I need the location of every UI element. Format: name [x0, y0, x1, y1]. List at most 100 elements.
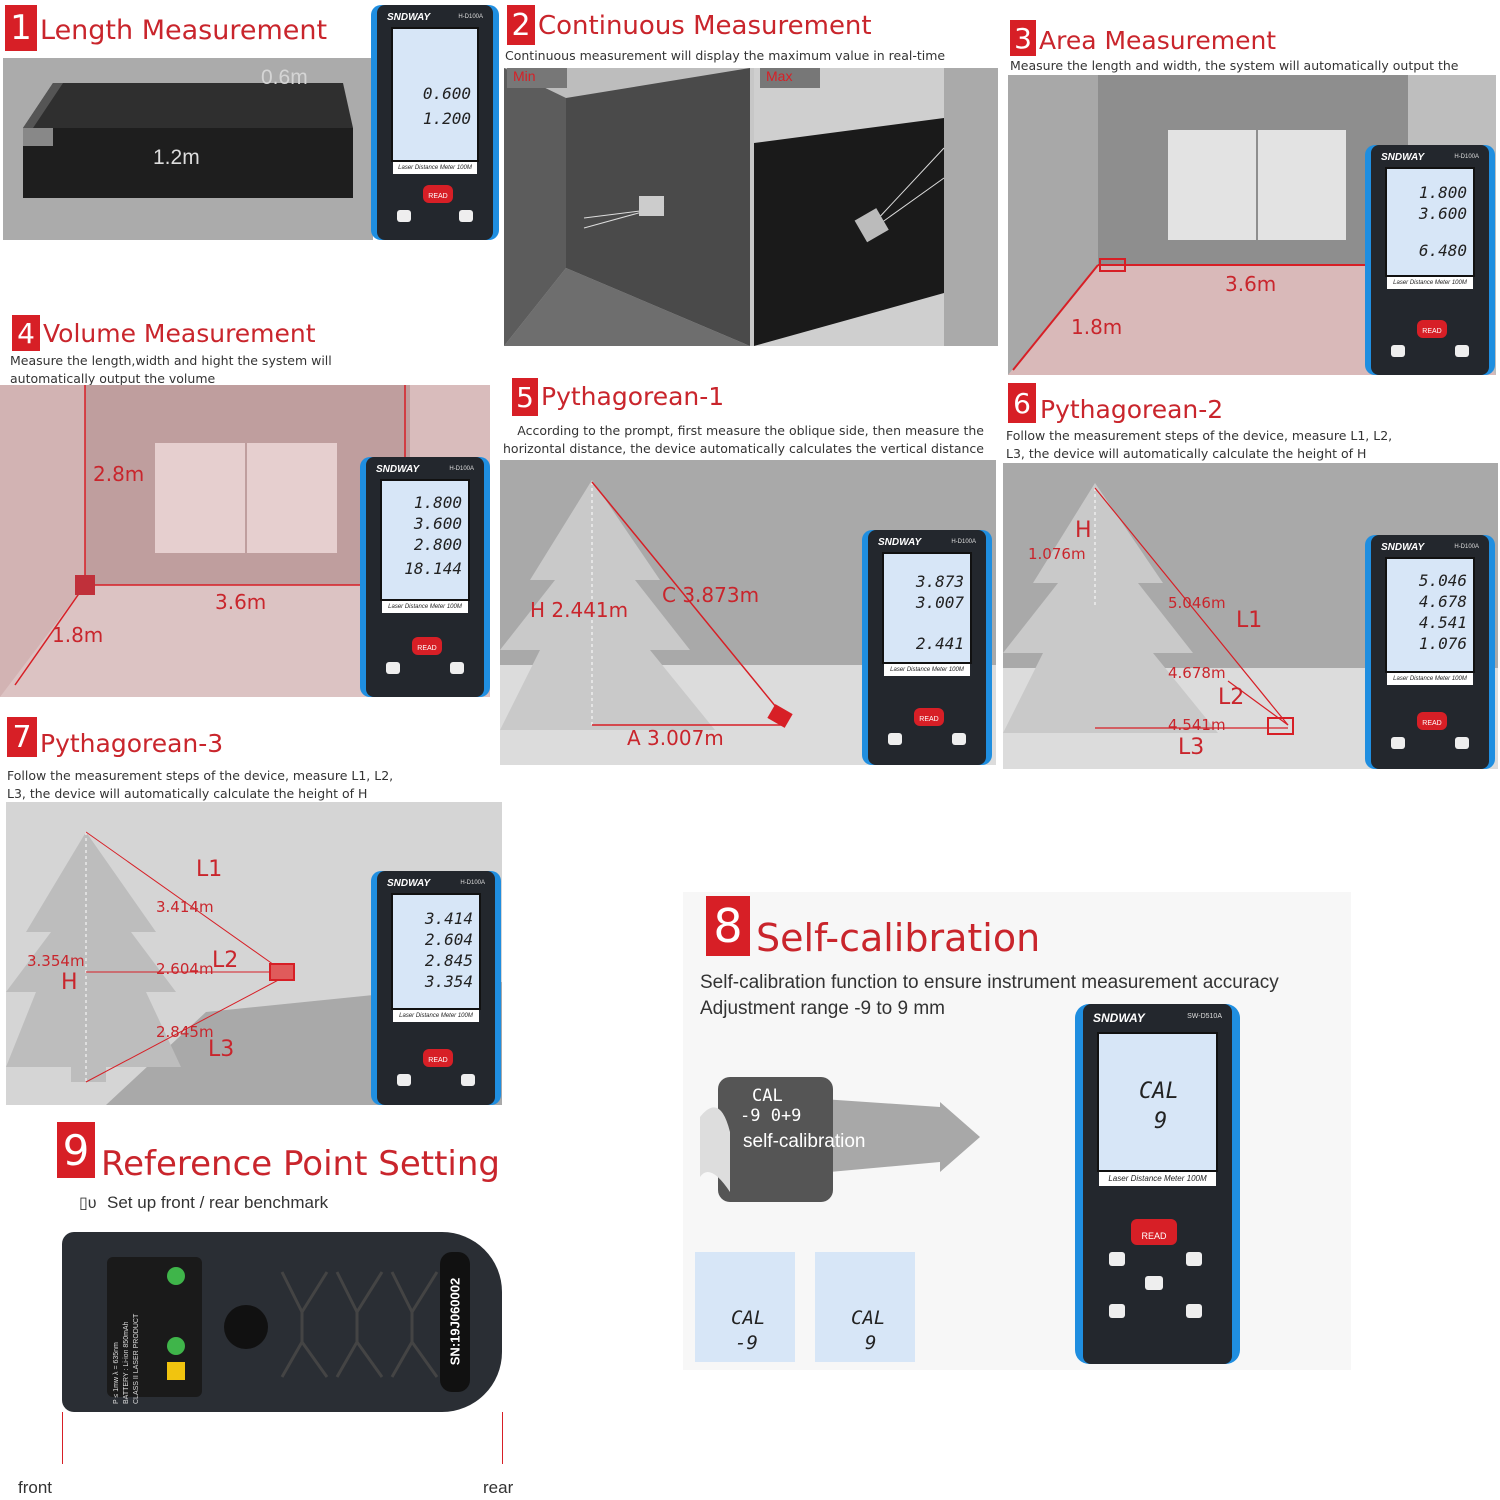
reading-2: 2.604: [424, 930, 473, 949]
section-3-header: 3 Area Measurement: [1010, 20, 1276, 56]
section-number: 1: [5, 5, 37, 51]
serial-number: SN:19J060002: [447, 1277, 463, 1366]
calibration-screen-plus: CAL 9: [815, 1252, 915, 1362]
volume-length-label: 3.6m: [215, 590, 267, 614]
l2-value-label: 4.678m: [1168, 664, 1226, 682]
min-label: Min: [507, 68, 567, 88]
section-number: 7: [7, 717, 37, 757]
length-label-long: 1.2m: [153, 146, 200, 169]
device-brand: SNDWAY: [1093, 1011, 1145, 1025]
section-title: Pythagorean-1: [541, 382, 725, 411]
device-brand: SNDWAY: [387, 12, 431, 23]
section-5-header: 5 Pythagorean-1: [512, 378, 724, 416]
section-title: Volume Measurement: [43, 319, 316, 348]
reading-3: 4.541: [1418, 613, 1467, 632]
area-width-label: 1.8m: [1071, 315, 1123, 339]
arrow-text: self-calibration: [743, 1131, 866, 1152]
device-brand: SNDWAY: [1381, 152, 1425, 163]
device-model: H-D100A: [449, 466, 474, 472]
l2-label: L2: [1218, 685, 1245, 710]
reading-1: 5.046: [1418, 571, 1467, 590]
section-number: 3: [1010, 20, 1036, 56]
read-button: READ: [1131, 1219, 1177, 1245]
cal-value: 9: [1154, 1109, 1168, 1134]
h-value-label: 1.076m: [1028, 545, 1086, 563]
device-key: [1455, 737, 1469, 749]
device-brand: SNDWAY: [878, 537, 922, 548]
device-footer: Laser Distance Meter 100M: [884, 664, 970, 676]
length-label-short: 0.6m: [261, 66, 308, 89]
read-button: READ: [423, 185, 453, 203]
device-screen: 1.800 3.600 6.480 Laser Distance Meter 1…: [1385, 167, 1475, 289]
h-label: H: [61, 970, 78, 995]
reading-4: 1.076: [1418, 634, 1467, 653]
l1-label: L1: [1236, 608, 1263, 633]
section-number: 2: [507, 5, 535, 45]
device-key: [1109, 1252, 1125, 1266]
device-key: [397, 210, 411, 222]
device-model: H-D100A: [951, 539, 976, 545]
device-key: [1186, 1252, 1202, 1266]
device-back-view: P ≤ 1mw λ = 635nm BATTERY : Li-ion 850mA…: [62, 1232, 502, 1412]
section-description: Set up front / rear benchmark: [107, 1193, 329, 1212]
device-footer: Laser Distance Meter 100M: [1387, 673, 1473, 685]
reading-4: 3.354: [424, 972, 473, 991]
laser-meter-device-large: SNDWAY SW-D510A CAL 9 Laser Distance Met…: [1075, 1004, 1240, 1364]
tripod-socket: [224, 1305, 268, 1349]
device-key: [461, 1074, 475, 1086]
laser-meter-device: SNDWAY H-D100A 1.800 3.600 2.800 18.144 …: [360, 457, 490, 697]
l1-value-label: 5.046m: [1168, 594, 1226, 612]
front-label: front: [18, 1478, 53, 1497]
rohs-icon: [167, 1337, 185, 1355]
laser-meter-device: SNDWAY H-D100A 3.873 3.007 2.441 Laser D…: [862, 530, 992, 765]
l3-value-label: 2.845m: [156, 1023, 214, 1041]
device-footer: Laser Distance Meter 100M: [393, 1010, 479, 1022]
l2-label: L2: [212, 948, 239, 973]
section-description-1: Self-calibration function to ensure inst…: [700, 972, 1279, 993]
device-key: [952, 733, 966, 745]
section-number: 8: [706, 896, 750, 956]
section-title: Area Measurement: [1039, 26, 1277, 55]
reading-1: 1.800: [1418, 183, 1467, 202]
section-number: 6: [1008, 383, 1036, 423]
device-screen: 3.414 2.604 2.845 3.354 Laser Distance M…: [391, 893, 481, 1022]
device-key: [397, 1074, 411, 1086]
reading-2: 3.007: [915, 593, 964, 612]
serial-plate: SN:19J060002: [440, 1252, 470, 1392]
device-footer: Laser Distance Meter 100M: [1387, 277, 1473, 289]
l3-label: L3: [208, 1037, 235, 1062]
section-number: 4: [12, 315, 40, 351]
reading-3: 6.480: [1418, 241, 1467, 260]
l1-value-label: 3.414m: [156, 898, 214, 916]
grip-pattern: [280, 1271, 439, 1378]
h-label: H: [1075, 518, 1092, 543]
device-brand: SNDWAY: [387, 878, 431, 889]
mini-cal-label: CAL: [851, 1307, 886, 1329]
l3-value-label: 4.541m: [1168, 716, 1226, 734]
rear-label: rear: [483, 1478, 514, 1497]
length-scene: 0.6m 1.2m: [3, 58, 373, 240]
section-description: According to the prompt, first measure t…: [503, 423, 984, 456]
spec-line: P ≤ 1mw λ = 635nm: [113, 1342, 120, 1404]
arrow-range-label: -9 0+9: [740, 1106, 802, 1126]
device-model: H-D100A: [458, 14, 483, 20]
reading-3: 2.800: [413, 535, 462, 554]
l1-label: L1: [196, 857, 223, 882]
device-key: [459, 210, 473, 222]
mini-cal-label: CAL: [731, 1307, 766, 1329]
read-button: READ: [412, 637, 442, 655]
reading-3: 2.441: [915, 634, 964, 653]
device-key: [1186, 1304, 1202, 1318]
spec-line: BATTERY : Li-ion 850mAh: [123, 1321, 130, 1404]
laser-meter-device: SNDWAY H-D100A 3.414 2.604 2.845 3.354 L…: [371, 871, 501, 1105]
section-title: Reference Point Setting: [101, 1144, 500, 1184]
section-number: 5: [512, 378, 538, 416]
read-button: READ: [1417, 320, 1447, 338]
read-button: READ: [1417, 712, 1447, 730]
laser-meter-device: SNDWAY H-D100A 0.600 1.200 Laser Distanc…: [371, 5, 499, 240]
device-brand: SNDWAY: [1381, 542, 1425, 553]
l2-value-label: 2.604m: [156, 960, 214, 978]
section-6-header: 6 Pythagorean-2: [1008, 383, 1223, 424]
device-footer: Laser Distance Meter 100M: [393, 162, 477, 174]
